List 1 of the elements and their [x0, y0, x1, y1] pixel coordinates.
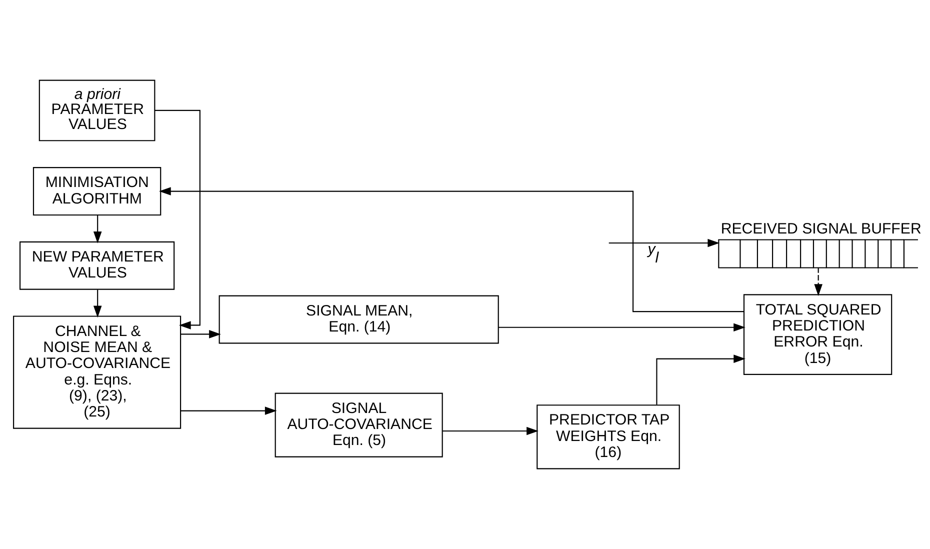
node-text: RECEIVED SIGNAL BUFFER [720, 220, 921, 238]
